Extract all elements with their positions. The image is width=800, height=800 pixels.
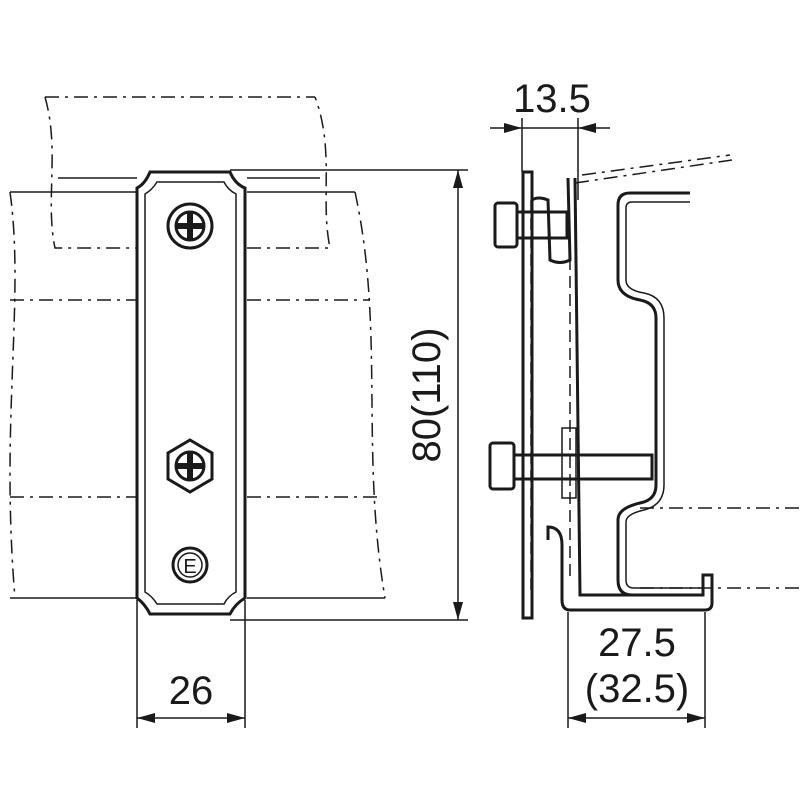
width-dimension: 26 [136,600,246,728]
depth-dimension-alt-label: (32.5) [585,667,690,711]
clamp-plate [135,170,247,616]
front-view: E 80(110) 26 [9,96,468,728]
plate-marking: E [183,556,196,578]
earth-marking-icon: E [171,546,209,584]
side-screw-icon [493,201,569,249]
height-dimension-label: 80(110) [405,328,449,463]
thickness-dimension: 13.5 [490,77,610,200]
screw-head-icon [166,202,214,250]
depth-dimension: 27.5 (32.5) [567,612,706,728]
mounting-rail [616,191,690,597]
width-dimension-label: 26 [169,669,214,713]
thickness-dimension-label: 13.5 [513,77,591,121]
depth-dimension-label: 27.5 [598,621,676,665]
back-plate [521,170,534,620]
clamp-hook [531,177,714,612]
side-bolt-icon [488,427,654,499]
cable-bundle-outline [9,191,386,599]
hex-bolt-icon [166,438,214,494]
top-band-outline [44,96,331,249]
side-view: 13.5 27.5 (32.5) [488,77,800,728]
height-dimension: 80(110) [230,169,468,621]
